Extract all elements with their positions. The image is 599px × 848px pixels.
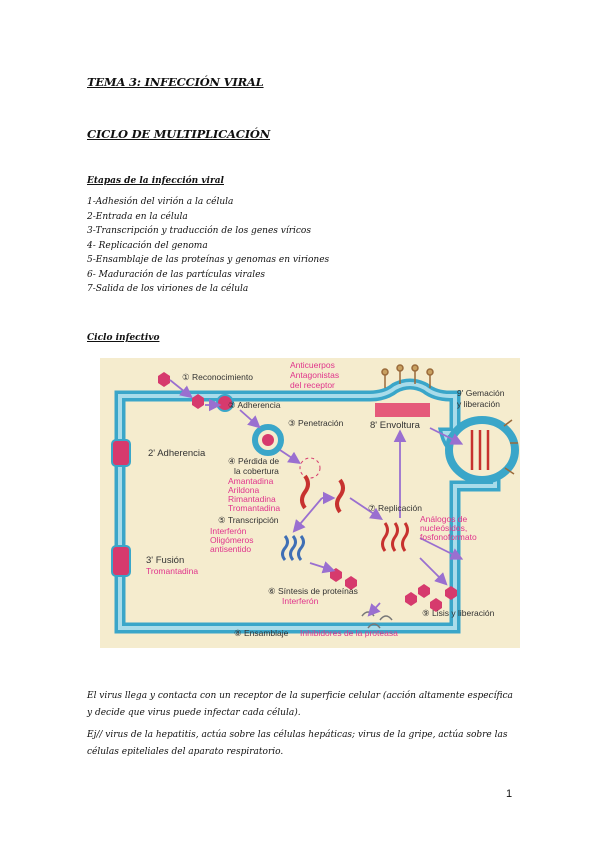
label-replicacion: ⑦ Replicación — [368, 503, 422, 513]
label-sintesis: ⑥ Síntesis de proteínas — [268, 586, 358, 596]
label-perdida: ④ Pérdida de — [228, 456, 279, 466]
envelope-proteins — [375, 403, 430, 417]
drug-oligomeros: Oligómeros — [210, 535, 253, 545]
stage-item: 7-Salida de los viriones de la célula — [87, 284, 249, 294]
fusion-virion-icon — [111, 545, 131, 577]
page-number: 1 — [506, 788, 513, 800]
pathway-arrows — [169, 379, 464, 617]
virion-icon — [262, 434, 274, 446]
drug-anticuerpos: Anticuerpos — [290, 360, 335, 370]
capsid-proteins — [330, 568, 457, 612]
drug-inhibidores: Inhibidores de la proteasa — [300, 628, 398, 638]
drug-nucleosidos: nucleósidos, — [420, 523, 467, 533]
stage-item: 1-Adhesión del virión a la célula — [87, 197, 234, 207]
viral-genome — [300, 474, 310, 510]
label-lisis: ⑨ Lisis y liberación — [422, 608, 495, 618]
viral-cycle-diagram: ① Reconocimiento ② Adherencia ③ Penetrac… — [100, 358, 520, 648]
label-gemacion: 9' Gemación — [457, 388, 505, 398]
viral-genome — [335, 478, 345, 514]
fusion-virion-icon — [111, 439, 131, 467]
label-ensamblaje: ⑧ Ensamblaje — [234, 628, 289, 638]
label-y-liberacion: y liberación — [457, 399, 500, 409]
drug-fosfonoformato: fosfonoformato — [420, 532, 477, 542]
label-adherencia-2: 2' Adherencia — [148, 448, 206, 459]
drug-labels: Anticuerpos Antagonistas del receptor Am… — [146, 360, 477, 638]
budding-genome — [470, 430, 490, 470]
label-adherencia: ② Adherencia — [228, 400, 281, 410]
replicating-genome — [381, 522, 409, 552]
budding-virion — [445, 416, 519, 484]
drug-tromantadina: Tromantadina — [228, 503, 280, 513]
stage-item: 3-Transcripción y traducción de los gene… — [87, 226, 311, 236]
uncoating-capsid — [299, 457, 321, 479]
virion-icon — [192, 394, 204, 409]
stage-item: 2-Entrada en la célula — [87, 212, 188, 222]
stages-heading: Etapas de la infección viral — [87, 176, 224, 186]
stage-item: 4- Replicación del genoma — [87, 241, 208, 251]
stage-item: 6- Maduración de las partículas virales — [87, 270, 266, 280]
drug-interferon-2: Interferón — [282, 596, 319, 606]
virion-icon — [158, 372, 170, 387]
label-reconocimiento: ① Reconocimiento — [182, 372, 253, 382]
drug-tromantadina-2: Tromantadina — [146, 566, 198, 576]
stage-item: 5-Ensamblaje de las proteínas y genomas … — [87, 255, 330, 265]
drug-receptor: del receptor — [290, 380, 335, 390]
drug-interferon: Interferón — [210, 526, 247, 536]
document-title: TEMA 3: INFECCIÓN VIRAL — [87, 75, 264, 89]
label-cobertura: la cobertura — [234, 466, 279, 476]
cycle-heading: Ciclo infectivo — [87, 333, 160, 343]
drug-arildona: Arildona — [228, 485, 259, 495]
label-fusion: 3' Fusión — [146, 555, 184, 566]
section-title: CICLO DE MULTIPLICACIÓN — [87, 127, 271, 141]
drug-analogos: Análogos de — [420, 514, 468, 524]
paragraph: El virus llega y contacta con un recepto… — [87, 691, 513, 718]
label-transcripcion: ⑤ Transcripción — [218, 515, 279, 525]
label-envoltura: 8' Envoltura — [370, 420, 421, 431]
paragraph: Ej// virus de la hepatitis, actúa sobre … — [87, 730, 508, 757]
spike-proteins — [381, 364, 518, 475]
drug-rimantadina: Rimantadina — [228, 494, 276, 504]
mrna — [281, 535, 305, 561]
label-penetracion: ③ Penetración — [288, 418, 344, 428]
drug-antagonistas: Antagonistas — [290, 370, 339, 380]
drug-antisentido: antisentido — [210, 544, 251, 554]
drug-amantadina: Amantadina — [228, 476, 274, 486]
diagram-labels: ① Reconocimiento ② Adherencia ③ Penetrac… — [146, 372, 505, 638]
